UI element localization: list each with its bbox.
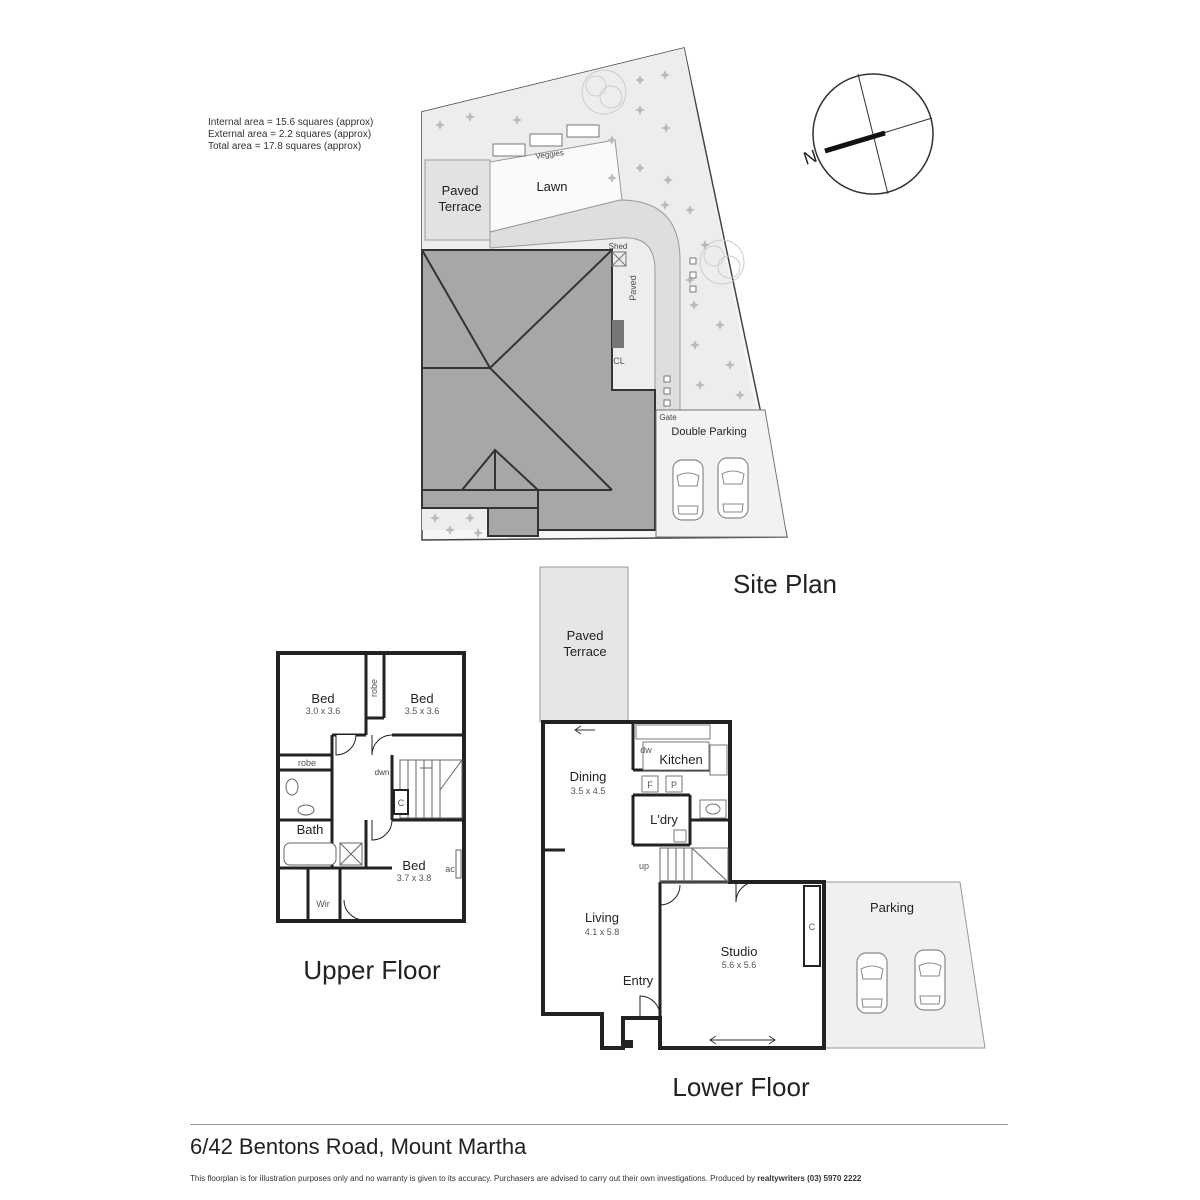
studio-dims: 5.6 x 5.6 xyxy=(722,960,757,970)
producer-phone: (03) 5970 2222 xyxy=(807,1174,862,1183)
gate-label: Gate xyxy=(659,413,677,422)
lawn-label: Lawn xyxy=(536,179,567,194)
studio-label: Studio xyxy=(721,944,758,959)
disclaimer: This floorplan is for illustration purpo… xyxy=(190,1174,861,1183)
shed-label: Shed xyxy=(609,242,628,251)
disclaimer-text: This floorplan is for illustration purpo… xyxy=(190,1174,756,1183)
site-paved-terrace xyxy=(424,159,491,241)
ac-label: ac xyxy=(445,864,455,874)
property-address: 6/42 Bentons Road, Mount Martha xyxy=(190,1134,527,1159)
car-icon xyxy=(914,949,946,1011)
total-area: Total area = 17.8 squares (approx) xyxy=(208,141,362,152)
dining-dims: 3.5 x 4.5 xyxy=(571,786,606,796)
shed-marker xyxy=(611,251,627,267)
dishwasher-label: dw xyxy=(640,745,652,755)
robe-label: robe xyxy=(369,679,379,697)
up-label: up xyxy=(639,861,649,871)
living-dims: 4.1 x 5.8 xyxy=(585,927,620,937)
site-plan-title: Site Plan xyxy=(733,569,837,599)
upper-bed2-dims: 3.5 x 3.6 xyxy=(405,706,440,716)
compass-needle xyxy=(824,130,886,154)
lower-floor-title: Lower Floor xyxy=(672,1072,810,1102)
fridge-label: F xyxy=(647,780,653,790)
veggie-beds xyxy=(492,124,600,157)
car-icon xyxy=(717,457,749,519)
north-label: N xyxy=(801,146,820,169)
producer-name: realtywriters xyxy=(757,1174,805,1183)
compass: N xyxy=(801,73,934,195)
entry-label: Entry xyxy=(623,973,654,988)
external-area: External area = 2.2 squares (approx) xyxy=(208,129,372,140)
laundry-label: L'dry xyxy=(650,812,678,827)
bath-label: Bath xyxy=(297,822,324,837)
veggies-label: Veggies xyxy=(535,148,564,161)
upper-cupboard-label: C xyxy=(398,798,405,808)
upper-bed3-dims: 3.7 x 3.8 xyxy=(397,873,432,883)
internal-area: Internal area = 15.6 squares (approx) xyxy=(208,117,374,128)
lower-stairs xyxy=(659,847,729,883)
clothesline-label: CL xyxy=(613,356,625,366)
wir-label: Wir xyxy=(316,899,330,909)
upper-bed3-label: Bed xyxy=(402,858,425,873)
paved-label: Paved xyxy=(628,275,638,301)
upper-bed2-label: Bed xyxy=(410,691,433,706)
upper-bed1-label: Bed xyxy=(311,691,334,706)
clothesline-marker xyxy=(612,320,624,348)
living-label: Living xyxy=(585,910,619,925)
car-icon xyxy=(672,459,704,521)
double-parking-label: Double Parking xyxy=(671,426,746,438)
upper-floor: Bed 3.0 x 3.6 Bed 3.5 x 3.6 Bed 3.7 x 3.… xyxy=(276,651,466,985)
pantry-label: P xyxy=(671,780,677,790)
upper-bed1-dims: 3.0 x 3.6 xyxy=(306,706,341,716)
robe-label: robe xyxy=(298,758,316,768)
down-label: dwn xyxy=(375,768,390,777)
dining-label: Dining xyxy=(570,769,607,784)
car-icon xyxy=(856,952,888,1014)
footer-rule xyxy=(190,1124,1008,1125)
parking-label: Parking xyxy=(870,900,914,915)
lower-paved-terrace xyxy=(539,566,629,723)
studio-cupboard-label: C xyxy=(809,922,816,932)
upper-floor-title: Upper Floor xyxy=(303,955,441,985)
kitchen-label: Kitchen xyxy=(659,752,702,767)
area-summary: Internal area = 15.6 squares (approx) Ex… xyxy=(208,117,373,153)
